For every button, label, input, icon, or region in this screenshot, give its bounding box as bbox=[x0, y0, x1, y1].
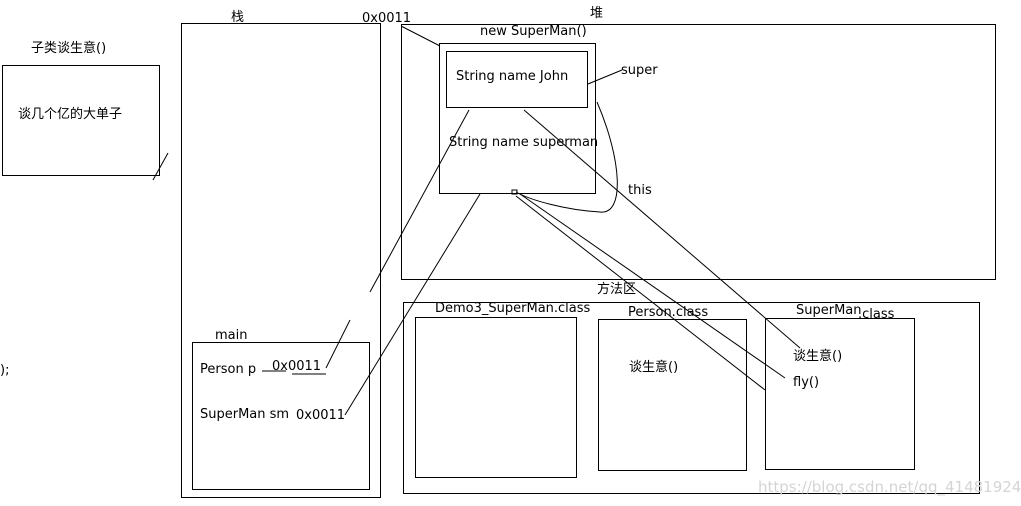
superman-sm-reference-line bbox=[344, 193, 481, 416]
method-area-box bbox=[403, 302, 980, 494]
field-superman: String name superman bbox=[449, 135, 599, 150]
superman-method-fly: fly() bbox=[793, 375, 820, 390]
superman-class-box bbox=[765, 318, 915, 470]
this-label: this bbox=[628, 183, 652, 198]
var-person-p-value: 0x0011 bbox=[272, 359, 322, 374]
heap-object-box bbox=[439, 43, 596, 194]
superman-class-title: SuperMan bbox=[796, 303, 862, 318]
heap-address: 0x0011 bbox=[362, 11, 412, 26]
subclass-box bbox=[2, 65, 160, 176]
var-superman-sm-value: 0x0011 bbox=[296, 408, 346, 423]
person-p-reference-segment bbox=[325, 319, 351, 369]
superman-method-talk: 谈生意() bbox=[793, 349, 843, 364]
super-pointer-line bbox=[587, 69, 623, 85]
demo-class-box bbox=[415, 317, 577, 478]
object-to-person-method-line bbox=[515, 195, 766, 391]
heap-object-title: new SuperMan() bbox=[480, 24, 587, 39]
method-area-title: 方法区 bbox=[597, 282, 637, 297]
stack-title: 栈 bbox=[231, 10, 245, 25]
person-class-box bbox=[598, 319, 747, 471]
this-curve bbox=[515, 101, 618, 213]
field-john-box bbox=[446, 51, 588, 108]
var-person-p: Person p bbox=[200, 362, 257, 377]
stack-box bbox=[181, 23, 381, 498]
main-frame-title: main bbox=[215, 328, 248, 343]
person-class-title: Person.class bbox=[628, 305, 709, 320]
subclass-title: 子类谈生意() bbox=[31, 41, 107, 56]
heap-title: 堆 bbox=[590, 6, 604, 21]
demo-class-title: Demo3_SuperMan.class bbox=[435, 301, 591, 316]
super-label: super bbox=[621, 63, 658, 78]
object-marker bbox=[511, 189, 518, 195]
john-to-superman-method-line bbox=[523, 109, 801, 349]
person-p-underline bbox=[262, 370, 326, 375]
field-john: String name John bbox=[456, 69, 569, 84]
object-to-fly-line bbox=[519, 193, 786, 379]
person-method: 谈生意() bbox=[629, 360, 679, 375]
var-superman-sm: SuperMan sm bbox=[200, 407, 290, 422]
address-pointer-line bbox=[400, 25, 441, 47]
person-p-reference-line bbox=[369, 109, 470, 293]
left-fragment: ); bbox=[0, 363, 10, 378]
heap-box bbox=[401, 24, 996, 280]
subclass-body: 谈几个亿的大单子 bbox=[18, 107, 123, 122]
main-frame-box bbox=[192, 342, 370, 490]
watermark: https://blog.csdn.net/qq_41481924 bbox=[758, 478, 1021, 496]
